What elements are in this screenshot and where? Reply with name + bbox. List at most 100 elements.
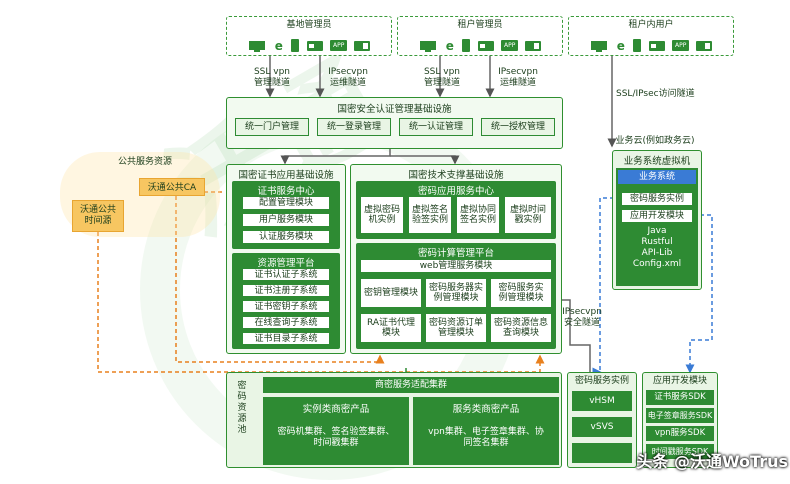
desktop-icon bbox=[590, 40, 607, 52]
web-module[interactable]: web管理服务模块 bbox=[360, 259, 552, 273]
resource-title: 资源管理平台 bbox=[257, 258, 315, 269]
resource-item[interactable]: 证书目录子系统 bbox=[242, 332, 330, 345]
group-base-admin: 基地管理员 e APP bbox=[226, 16, 392, 56]
sdk-item[interactable]: 证书服务SDK bbox=[646, 390, 714, 405]
app-icon: APP bbox=[672, 40, 690, 51]
lib-item: Rustful bbox=[641, 237, 673, 247]
public-cloud-title: 公共服务资源 bbox=[117, 157, 172, 167]
device-icons: e APP bbox=[398, 35, 562, 54]
wotrus-time-source: 沃通公共 时间源 bbox=[72, 200, 124, 232]
phone-icon bbox=[462, 39, 471, 52]
infra-item-login[interactable]: 统一登录管理 bbox=[317, 118, 391, 136]
business-vm: 业务系统虚拟机 业务系统 密码服务实例 应用开发模块 Java Rustful … bbox=[612, 150, 702, 290]
entity-title: 实例类商密产品 bbox=[302, 404, 370, 415]
dev-module: 应用开发模块 证书服务SDK 电子签章服务SDK vpn服务SDK 时间戳服务S… bbox=[642, 372, 718, 468]
desktop-icon bbox=[419, 40, 436, 52]
tunnel-label: SSL vpn 管理隧道 bbox=[253, 67, 291, 88]
group-title: 租户管理员 bbox=[457, 20, 503, 30]
device-icons: e APP bbox=[227, 35, 391, 54]
card-icon bbox=[649, 40, 666, 51]
resource-item[interactable]: 在线查询子系统 bbox=[242, 316, 330, 329]
vm-title: 业务系统虚拟机 bbox=[623, 156, 691, 167]
adaptation-cluster: 商密服务适配集群 bbox=[263, 377, 559, 393]
compute-row1-item[interactable]: 密码服务实 例管理模块 bbox=[490, 278, 552, 308]
resource-item[interactable]: 证书注册子系统 bbox=[242, 284, 330, 297]
entity-desc: 密码机集群、签名验签集群、 时间戳集群 bbox=[277, 427, 395, 448]
dev-title: 应用开发模块 bbox=[652, 376, 707, 386]
tunnel-label: IPsecvpn 运维隧道 bbox=[498, 67, 538, 88]
group-tenant-admin: 租户管理员 e APP bbox=[397, 16, 563, 56]
vsvs-instance[interactable]: vSVS bbox=[572, 417, 632, 437]
crypto-app-center: 密码应用服务中心 虚拟密码 机实例 虚拟签名 验签实例 虚拟协同 签名实例 虚拟… bbox=[356, 181, 556, 239]
compute-platform: 密码计算管理平台 web管理服务模块 密钥管理模块 密码服务器实 例管理模块 密… bbox=[356, 243, 556, 349]
card-icon bbox=[478, 40, 495, 51]
pool-label: 密 码 资 源 池 bbox=[237, 381, 247, 435]
sdk-item[interactable]: vpn服务SDK bbox=[646, 426, 714, 441]
crypto-resource-pool: 密 码 资 源 池 商密服务适配集群 实例类商密产品 密码机集群、签名验签集群、… bbox=[226, 372, 562, 468]
id-card-icon bbox=[525, 40, 542, 51]
app-icon: APP bbox=[330, 40, 348, 51]
device-icons: e APP bbox=[569, 35, 733, 54]
compute-title: 密码计算管理平台 bbox=[417, 248, 494, 259]
tech-title: 国密技术支撑基础设施 bbox=[408, 170, 504, 181]
compute-row2-item[interactable]: 密码资源订单 管理模块 bbox=[425, 313, 487, 343]
cert-app-infra: 国密证书应用基础设施 证书服务中心 配置管理模块 用户服务模块 认证服务模块 资… bbox=[226, 164, 346, 354]
cert-app-title: 国密证书应用基础设施 bbox=[238, 170, 334, 181]
cert-center-item[interactable]: 认证服务模块 bbox=[242, 230, 330, 244]
cert-center-item[interactable]: 配置管理模块 bbox=[242, 196, 330, 210]
app-center-item[interactable]: 虚拟签名 验签实例 bbox=[408, 196, 452, 234]
app-icon: APP bbox=[501, 40, 519, 51]
tech-support-infra: 国密技术支撑基础设施 密码应用服务中心 虚拟密码 机实例 虚拟签名 验签实例 虚… bbox=[350, 164, 562, 354]
app-center-item[interactable]: 虚拟密码 机实例 bbox=[360, 196, 404, 234]
compute-row1-item[interactable]: 密码服务器实 例管理模块 bbox=[425, 278, 487, 308]
phone-icon bbox=[291, 39, 300, 52]
infra-item-portal[interactable]: 统一门户管理 bbox=[235, 118, 309, 136]
compute-row2-item[interactable]: 密码资源信息 查询模块 bbox=[490, 313, 552, 343]
compute-row2-item[interactable]: RA证书代理 模块 bbox=[360, 313, 422, 343]
lib-item: Config.xml bbox=[632, 259, 682, 269]
id-card-icon bbox=[354, 40, 371, 51]
app-center-item[interactable]: 虚拟时间 戳实例 bbox=[504, 196, 552, 234]
infra-item-authorize[interactable]: 统一授权管理 bbox=[481, 118, 555, 136]
lib-item: API-Lib bbox=[641, 248, 673, 258]
phone-icon bbox=[633, 39, 642, 52]
security-auth-infra: 国密安全认证管理基础设施 统一门户管理 统一登录管理 统一认证管理 统一授权管理 bbox=[226, 97, 563, 149]
lib-item: Java bbox=[647, 226, 667, 236]
cert-center-title: 证书服务中心 bbox=[257, 186, 315, 197]
vm-body: 业务系统 密码服务实例 应用开发模块 Java Rustful API-Lib … bbox=[616, 168, 698, 286]
tunnel-label: SSL/IPsec访问隧道 bbox=[616, 89, 695, 99]
resource-item[interactable]: 证书认证子系统 bbox=[242, 268, 330, 281]
source-watermark: 头条 @沃通WoTrus bbox=[636, 452, 788, 471]
infra-title: 国密安全认证管理基础设施 bbox=[337, 104, 452, 115]
group-title: 基地管理员 bbox=[286, 20, 332, 30]
infra-item-auth[interactable]: 统一认证管理 bbox=[399, 118, 473, 136]
card-icon bbox=[307, 40, 324, 51]
sdk-item[interactable]: 时间戳服务SDK bbox=[646, 444, 714, 459]
id-card-icon bbox=[696, 40, 713, 51]
instances-title: 密码服务实例 bbox=[574, 376, 629, 386]
vm-item[interactable]: 密码服务实例 bbox=[621, 192, 693, 206]
business-system[interactable]: 业务系统 bbox=[618, 170, 696, 184]
browser-icon: e bbox=[274, 38, 283, 53]
service-desc: vpn集群、电子签章集群、协 同签名集群 bbox=[428, 427, 544, 448]
service-products: 服务类商密产品 vpn集群、电子签章集群、协 同签名集群 bbox=[413, 397, 559, 465]
resource-platform: 资源管理平台 证书认证子系统 证书注册子系统 证书密钥子系统 在线查询子系统 证… bbox=[232, 253, 340, 349]
browser-icon: e bbox=[616, 38, 625, 53]
entity-products: 实例类商密产品 密码机集群、签名验签集群、 时间戳集群 bbox=[263, 397, 409, 465]
crypto-instances: 密码服务实例 vHSM vSVS bbox=[567, 372, 637, 468]
resource-item[interactable]: 证书密钥子系统 bbox=[242, 300, 330, 313]
group-tenant-user: 租户内用户 e APP bbox=[568, 16, 734, 56]
sdk-item[interactable]: 电子签章服务SDK bbox=[646, 408, 714, 423]
vhsm-instance[interactable]: vHSM bbox=[572, 391, 632, 411]
app-center-title: 密码应用服务中心 bbox=[417, 186, 494, 197]
browser-icon: e bbox=[445, 38, 454, 53]
cert-center-item[interactable]: 用户服务模块 bbox=[242, 213, 330, 227]
tunnel-label: IPsecvpn 安全隧道 bbox=[562, 307, 602, 328]
tunnel-label: SSL vpn 管理隧道 bbox=[423, 67, 461, 88]
vm-item[interactable]: 应用开发模块 bbox=[621, 209, 693, 223]
wotrus-public-ca: 沃通公共CA bbox=[139, 178, 205, 196]
instance-slot bbox=[572, 443, 632, 463]
compute-row1-item[interactable]: 密钥管理模块 bbox=[360, 278, 422, 308]
app-center-item[interactable]: 虚拟协同 签名实例 bbox=[456, 196, 500, 234]
desktop-icon bbox=[248, 40, 265, 52]
